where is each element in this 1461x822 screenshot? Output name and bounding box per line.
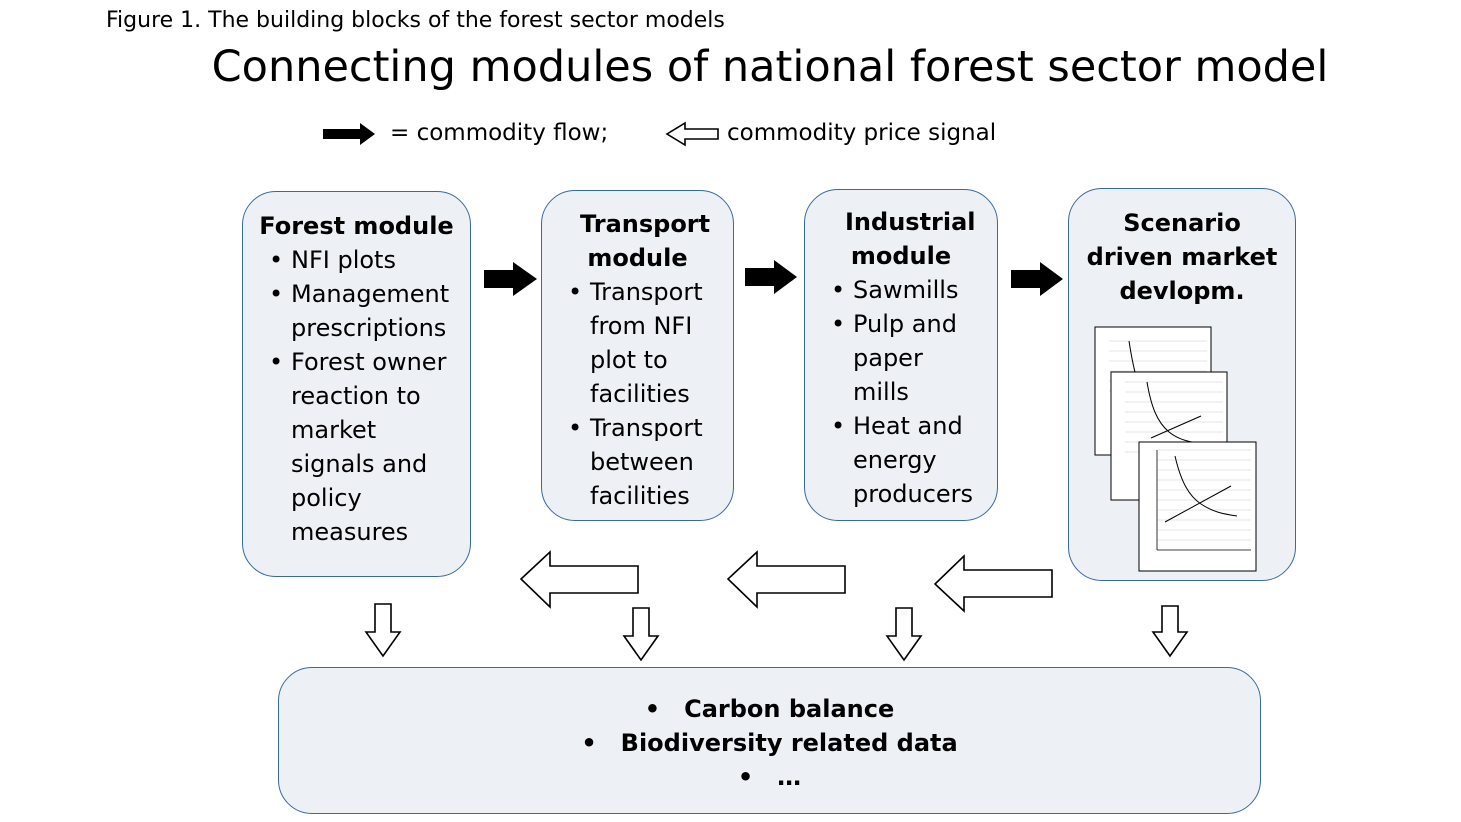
figure-caption: Figure 1. The building blocks of the for… (106, 8, 725, 33)
legend-hollow-arrow-icon (665, 121, 719, 147)
transport-module-box: Transport module Transport from NFI plot… (541, 190, 734, 521)
market-chart-thumbnail (1138, 441, 1257, 572)
price-signal-arrow-icon (519, 550, 639, 609)
commodity-flow-arrow-icon (745, 260, 797, 294)
transport-module-item: Transport between facilities (542, 411, 718, 513)
scenario-module-title: Scenario driven market devlopm. (1086, 209, 1278, 305)
legend-price-signal-label: commodity price signal (727, 120, 997, 146)
commodity-flow-arrow-icon (484, 262, 537, 296)
industrial-module-title: Industrial module (845, 208, 976, 270)
down-arrow-icon (885, 607, 923, 662)
industrial-module-box: Industrial module Sawmills Pulp and pape… (804, 189, 998, 521)
legend-solid-arrow-icon (323, 123, 375, 145)
output-item: … (279, 760, 1260, 794)
output-item: Carbon balance (279, 692, 1260, 726)
diagram-title: Connecting modules of national forest se… (211, 42, 1329, 92)
down-arrow-icon (1151, 605, 1189, 658)
industrial-module-item: Sawmills (805, 273, 981, 307)
down-arrow-icon (622, 607, 660, 662)
forest-module-box: Forest module NFI plots Management presc… (242, 191, 471, 577)
forest-module-item: Management prescriptions (243, 277, 453, 345)
output-item: Biodiversity related data (279, 726, 1260, 760)
industrial-module-item: Pulp and paper mills (805, 307, 981, 409)
transport-module-item: Transport from NFI plot to facilities (542, 275, 718, 411)
transport-module-title: Transport module (580, 210, 711, 272)
industrial-module-item: Heat and energy producers (805, 409, 981, 511)
commodity-flow-arrow-icon (1011, 262, 1063, 296)
price-signal-arrow-icon (726, 550, 846, 609)
forest-module-item: Forest owner reaction to market signals … (243, 345, 453, 549)
legend-commodity-flow-label: = commodity flow; (390, 120, 609, 146)
down-arrow-icon (364, 603, 402, 658)
forest-module-item: NFI plots (243, 243, 453, 277)
forest-module-title: Forest module (259, 212, 454, 240)
outputs-box: Carbon balance Biodiversity related data… (278, 667, 1261, 814)
price-signal-arrow-icon (933, 554, 1053, 613)
